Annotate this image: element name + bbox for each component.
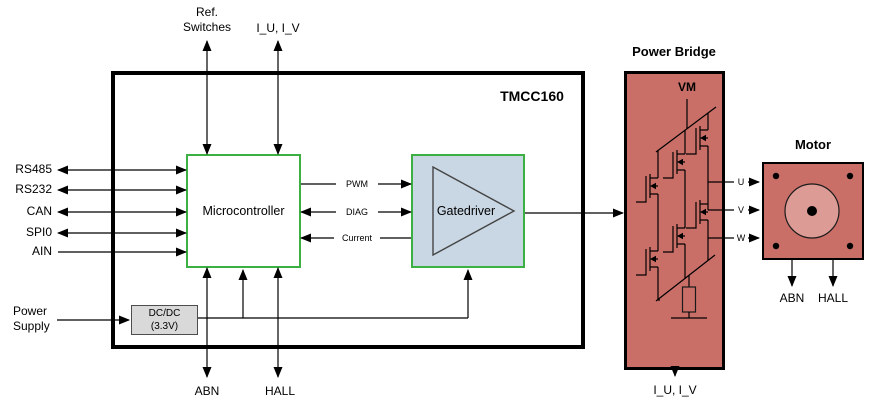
microcontroller-label: Microcontroller [202, 204, 285, 218]
port-label-ain: AIN [31, 244, 52, 258]
mount-screw [846, 242, 854, 250]
motor-hall-label: HALL [817, 291, 849, 305]
dcdc-supply-lines [198, 269, 473, 319]
power-supply-label: Power Supply [13, 304, 50, 333]
phase-u-label: U [734, 176, 748, 188]
port-label-rs232: RS232 [15, 182, 52, 196]
mount-screw [772, 172, 780, 180]
dcdc-label: DC/DC (3.3V) [148, 308, 181, 332]
motor-graphic [772, 172, 854, 250]
mosfet-symbol [636, 174, 658, 203]
mosfet-symbol [663, 224, 685, 253]
abn-bottom-label: ABN [194, 384, 220, 398]
tmcc160-title: TMCC160 [500, 88, 564, 104]
left-port-arrows [57, 165, 187, 325]
feedback-arrows [202, 267, 283, 378]
resistor-symbol [681, 275, 697, 318]
top-arrows [202, 40, 283, 155]
bridge-sense-label: I_U, I_V [653, 383, 697, 397]
pwm-signal-label: PWM [336, 178, 378, 190]
port-label-can: CAN [26, 204, 52, 218]
microcontroller-block [186, 154, 301, 268]
mosfet-symbol [636, 247, 658, 276]
phase-v-label: V [734, 204, 748, 216]
motor-title: Motor [794, 137, 832, 152]
mosfet-symbol [686, 126, 708, 155]
motor-feedback-arrows [787, 260, 838, 287]
upper-rail [655, 106, 717, 153]
shaft-dot [807, 206, 817, 216]
phase-w-label: W [734, 232, 748, 244]
gatedriver-block [411, 154, 525, 268]
gatedriver-triangle-icon [432, 165, 516, 257]
ref-switches-label: Ref. Switches [182, 5, 232, 34]
diag-signal-label: DIAG [336, 206, 378, 218]
bridge-circuit [636, 99, 723, 319]
port-label-spi0: SPI0 [25, 225, 52, 239]
top-current-sense-label: I_U, I_V [256, 21, 300, 35]
mosfet-symbol [686, 200, 708, 229]
hall-bottom-label: HALL [264, 384, 296, 398]
dcdc-block [131, 305, 198, 335]
motor-abn-label: ABN [779, 291, 805, 305]
power-bridge-title: Power Bridge [632, 44, 716, 59]
mosfet-symbol [663, 150, 685, 179]
port-label-rs485: RS485 [15, 162, 52, 176]
current-signal-label: Current [334, 232, 380, 244]
mount-screw [846, 172, 854, 180]
mount-screw [772, 242, 780, 250]
gatedriver-label: Gatedriver [436, 204, 496, 218]
vm-label: VM [678, 80, 696, 94]
